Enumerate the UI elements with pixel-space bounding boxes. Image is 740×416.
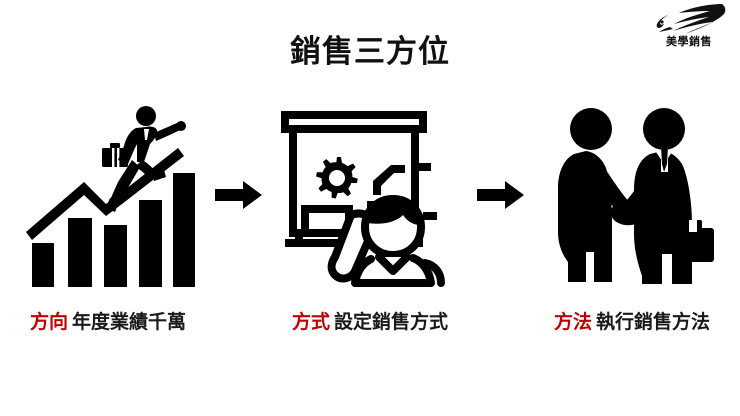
- caption-row: 方向年度業績千萬 方式設定銷售方式 方法執行銷售方法: [0, 303, 740, 343]
- step-icon-method: [270, 95, 470, 295]
- arrow-right-icon: [477, 181, 524, 209]
- whiteboard-presenter-icon: [281, 110, 445, 287]
- caption-keyword: 方向: [29, 311, 68, 333]
- caption-keyword: 方式: [291, 311, 330, 333]
- caption-method: 方式設定銷售方式: [270, 311, 470, 336]
- caption-description: 年度業績千萬: [72, 311, 187, 333]
- flow-row: [0, 95, 740, 295]
- arrow-2: [470, 95, 532, 295]
- caption-execution: 方法執行銷售方法: [532, 311, 732, 336]
- logo-text: 美學銷售: [666, 36, 712, 48]
- brand-logo: 美學銷售: [646, 2, 732, 58]
- handshake-businessmen-icon: [558, 108, 714, 284]
- step-icon-direction: [8, 95, 208, 295]
- caption-description: 執行銷售方法: [596, 311, 711, 333]
- growth-chart-businessman-icon: [26, 106, 195, 287]
- caption-direction: 方向年度業績千萬: [8, 311, 208, 336]
- caption-keyword: 方法: [553, 311, 592, 333]
- page-title: 銷售三方位: [290, 34, 450, 69]
- wing-logo-icon: [656, 4, 726, 34]
- arrow-right-icon: [215, 181, 262, 209]
- arrow-1: [208, 95, 270, 295]
- step-icon-execution: [532, 95, 732, 295]
- caption-description: 設定銷售方式: [334, 311, 449, 333]
